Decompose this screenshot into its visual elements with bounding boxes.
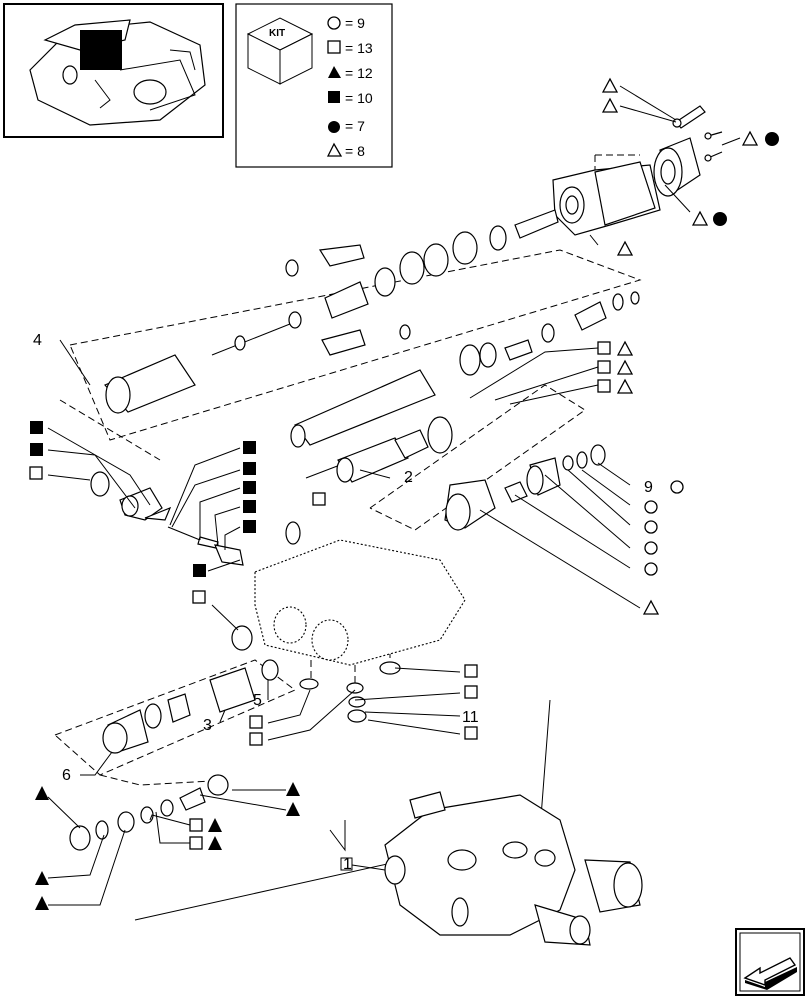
filled-triangle-symbol-icon <box>35 896 49 910</box>
triangle-symbol-icon <box>601 97 619 113</box>
filled-square-symbol-icon <box>328 91 340 103</box>
relief-valve-group <box>69 667 256 851</box>
square-symbol-icon <box>312 492 326 506</box>
filled-triangle-symbol-icon <box>208 836 222 850</box>
filled-triangle-symbol-icon <box>328 66 341 78</box>
square-symbol-icon <box>464 664 478 678</box>
kit-count-triangle: = 8 <box>345 143 365 159</box>
square-symbol-icon <box>189 836 203 850</box>
circle-symbol-icon <box>327 16 341 30</box>
callout-2: 2 <box>404 469 413 486</box>
kit-count-filled-square: = 10 <box>345 90 373 106</box>
filled-circle-symbol-icon <box>765 132 779 146</box>
leader-lines <box>47 85 741 906</box>
square-symbol-icon <box>29 466 43 480</box>
filled-square-symbol-icon <box>243 481 256 494</box>
kit-header: KIT <box>269 28 285 39</box>
kit-count-circle: = 9 <box>345 15 365 31</box>
triangle-symbol-icon <box>741 130 759 146</box>
kit-count-square: = 13 <box>345 40 373 56</box>
actuator-housing-assembly <box>104 105 723 448</box>
callout-3: 3 <box>203 717 212 734</box>
complete-valve-assembly <box>134 699 643 946</box>
callout-9: 9 <box>644 479 653 496</box>
square-symbol-icon <box>189 818 203 832</box>
filled-square-symbol-icon <box>243 441 256 454</box>
filled-square-symbol-icon <box>243 520 256 533</box>
square-symbol-icon <box>597 379 611 393</box>
filled-triangle-symbol-icon <box>35 786 49 800</box>
valve-body-section <box>231 539 466 723</box>
square-symbol-icon <box>192 590 206 604</box>
kit-count-filled-triangle: = 12 <box>345 65 373 81</box>
circle-symbol-icon <box>644 500 658 514</box>
triangle-symbol-icon <box>616 340 634 356</box>
filled-square-symbol-icon <box>243 500 256 513</box>
filled-square-symbol-icon <box>193 564 206 577</box>
kit-count-filled-circle: = 7 <box>345 118 365 134</box>
square-symbol-icon <box>249 732 263 746</box>
triangle-symbol-icon <box>616 240 634 256</box>
circle-symbol-icon <box>644 520 658 534</box>
square-symbol-icon <box>464 685 478 699</box>
triangle-symbol-icon <box>616 359 634 375</box>
callout-6: 6 <box>62 767 71 784</box>
square-symbol-icon <box>249 715 263 729</box>
kit-symbols <box>29 77 779 910</box>
filled-circle-symbol-icon <box>713 212 727 226</box>
square-symbol-icon <box>597 360 611 374</box>
square-symbol-icon <box>327 40 341 54</box>
callout-1: 1 <box>343 856 352 873</box>
spool-group <box>305 416 606 531</box>
filled-triangle-symbol-icon <box>35 871 49 885</box>
circle-symbol-icon <box>644 541 658 555</box>
triangle-symbol-icon <box>326 142 343 157</box>
valve-thumbnail-drawing <box>29 19 206 126</box>
filled-square-symbol-icon <box>30 421 43 434</box>
next-page-arrow-icon[interactable] <box>735 928 805 996</box>
triangle-symbol-icon <box>691 210 709 226</box>
filled-square-symbol-icon <box>30 443 43 456</box>
circle-symbol-icon <box>644 562 658 576</box>
filled-square-symbol-icon <box>243 462 256 475</box>
square-symbol-icon <box>464 726 478 740</box>
circle-symbol-icon <box>670 480 684 494</box>
callout-4: 4 <box>33 332 42 349</box>
assembly-boundaries <box>54 154 642 786</box>
filled-triangle-symbol-icon <box>208 818 222 832</box>
filled-circle-symbol-icon <box>328 121 340 133</box>
kit-box-icon: KIT <box>246 17 314 85</box>
kit-legend: KIT = 9 = 13 = 12 = 10 = 7 = 8 <box>235 3 393 168</box>
thumbnail-panel <box>3 3 224 138</box>
callout-labels: 4 2 9 5 3 11 6 1 <box>33 332 653 873</box>
callout-11: 11 <box>462 709 479 726</box>
triangle-symbol-icon <box>616 378 634 394</box>
filled-triangle-symbol-icon <box>286 782 300 796</box>
detent-parts <box>90 471 301 566</box>
callout-5: 5 <box>253 692 262 709</box>
square-symbol-icon <box>597 341 611 355</box>
filled-triangle-symbol-icon <box>286 802 300 816</box>
triangle-symbol-icon <box>601 77 619 93</box>
triangle-symbol-icon <box>642 599 660 615</box>
